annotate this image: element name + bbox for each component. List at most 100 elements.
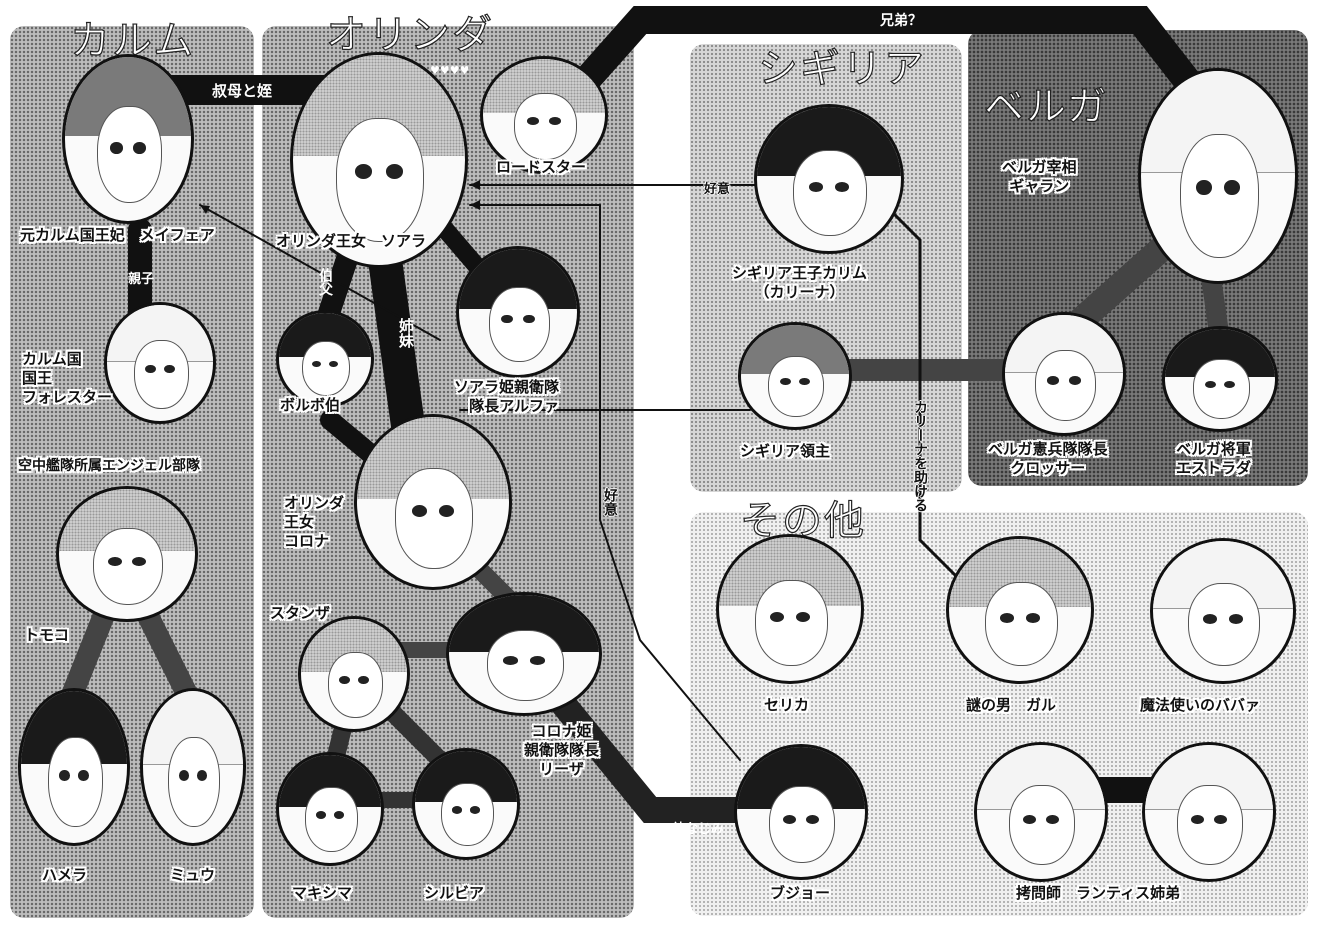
portrait-estrada[interactable] <box>1162 326 1278 432</box>
hair-shape <box>293 55 465 156</box>
eye-left <box>339 676 350 684</box>
eye-right <box>530 656 545 665</box>
eye-left <box>354 164 373 179</box>
eye-right <box>358 676 369 684</box>
faction-title-orinda: オリンダ <box>325 11 494 58</box>
eye-right <box>799 378 811 386</box>
arrow-affection-karimu <box>470 180 480 190</box>
portrait-torturer-sister[interactable] <box>974 742 1108 882</box>
eye-left <box>808 181 824 192</box>
eye-right <box>1224 381 1236 388</box>
portrait-gal[interactable] <box>946 536 1094 684</box>
label-corona: オリンダ 王女 コロナ <box>284 494 345 550</box>
eye-right <box>197 770 207 781</box>
face-shape <box>336 118 424 242</box>
label-makishima: マキシマ <box>292 884 353 902</box>
portrait-roadstar[interactable] <box>480 56 608 174</box>
hair-shape <box>301 619 407 672</box>
portrait-galan[interactable] <box>1138 68 1298 284</box>
eye-right <box>164 365 175 374</box>
eye-right <box>133 142 146 154</box>
eye-right <box>385 164 404 179</box>
face-shape <box>327 652 383 718</box>
portrait-stanza[interactable] <box>298 616 410 732</box>
link-help-karina <box>893 213 962 582</box>
eye-left <box>779 378 791 386</box>
face-shape <box>1192 359 1250 419</box>
eye-left <box>179 770 189 781</box>
eye-left <box>526 117 540 126</box>
face-shape <box>754 580 828 666</box>
portrait-myu[interactable] <box>140 688 246 846</box>
eye-left <box>1023 814 1036 825</box>
label-forester: カルム国 国王 フォレスター <box>22 350 113 406</box>
portrait-karimu[interactable] <box>754 104 904 254</box>
face-shape <box>93 528 163 606</box>
relation-help-karina-label: カリーナを助ける <box>912 400 928 512</box>
face-shape <box>440 782 494 847</box>
eye-right <box>1214 814 1227 825</box>
eye-right <box>439 505 455 518</box>
eye-right <box>132 556 147 566</box>
label-karimu: シギリア王子カリム （カリーナ） <box>732 264 868 301</box>
portrait-corona[interactable] <box>354 414 512 590</box>
label-crosser: ベルガ憲兵隊隊長 クロッサー <box>988 440 1108 477</box>
portrait-witch[interactable] <box>1150 538 1296 684</box>
relation-parent-child-label: 親子 <box>128 272 155 287</box>
portrait-hamera[interactable] <box>18 688 130 846</box>
face-shape <box>1177 785 1243 865</box>
portrait-soara[interactable] <box>290 52 468 268</box>
portrait-torturer-brother[interactable] <box>1142 742 1276 882</box>
eye-left <box>1204 381 1216 388</box>
portrait-alpha[interactable] <box>456 246 580 378</box>
portrait-silvia[interactable] <box>412 748 520 860</box>
label-bujo: ブジョー <box>770 884 831 902</box>
relation-childhood-label: 幼なじみ <box>672 822 725 837</box>
face-shape <box>96 106 162 204</box>
label-estrada: ベルガ将軍 エストラダ <box>1176 440 1252 477</box>
relation-aunt-niece-label: 叔母と姪 <box>212 82 273 100</box>
label-mayfair: 元カルム国王妃 メイフェア <box>20 226 215 244</box>
face-shape <box>168 736 220 827</box>
eye-left <box>59 770 70 781</box>
portrait-serika[interactable] <box>716 534 864 684</box>
portrait-bujo[interactable] <box>734 744 868 880</box>
eye-left <box>312 360 322 368</box>
label-stanza: スタンザ <box>270 604 331 622</box>
portrait-makishima[interactable] <box>276 752 384 866</box>
eye-right <box>834 181 850 192</box>
face-shape <box>793 150 867 236</box>
eye-left <box>1000 612 1015 623</box>
portrait-lisa[interactable] <box>446 592 602 716</box>
eye-left <box>107 556 122 566</box>
face-shape <box>1188 583 1260 667</box>
link-affection-bujo <box>599 204 741 761</box>
portrait-tomoko[interactable] <box>56 486 198 622</box>
eye-right <box>470 806 481 814</box>
link-childhood <box>547 687 773 823</box>
label-lisa: コロナ姫 親衛隊隊長 リーザ <box>524 722 600 778</box>
label-roadstar: ロードスター <box>496 158 587 176</box>
portrait-mayfair[interactable] <box>62 54 194 224</box>
hair-shape <box>483 59 605 113</box>
label-serika: セリカ <box>764 696 810 714</box>
eye-left <box>451 806 462 814</box>
label-hamera: ハメラ <box>42 866 88 884</box>
label-soara: オリンダ王女 ソアラ <box>276 232 427 250</box>
portrait-borubo[interactable] <box>276 310 374 408</box>
face-shape <box>304 787 358 853</box>
face-shape <box>395 468 473 569</box>
eye-left <box>315 811 326 819</box>
face-shape <box>1034 350 1096 421</box>
portrait-lord[interactable] <box>738 322 852 430</box>
portrait-crosser[interactable] <box>1002 312 1126 436</box>
eye-left <box>501 314 514 324</box>
face-shape <box>1179 134 1259 258</box>
eye-left <box>1196 180 1212 195</box>
face-shape <box>133 339 189 410</box>
portrait-forester[interactable] <box>104 302 216 424</box>
relation-sisters-label: 姉妹 <box>397 318 415 348</box>
eye-right <box>1228 613 1243 624</box>
label-gal: 謎の男 ガル <box>966 696 1057 714</box>
eye-left <box>411 505 427 518</box>
